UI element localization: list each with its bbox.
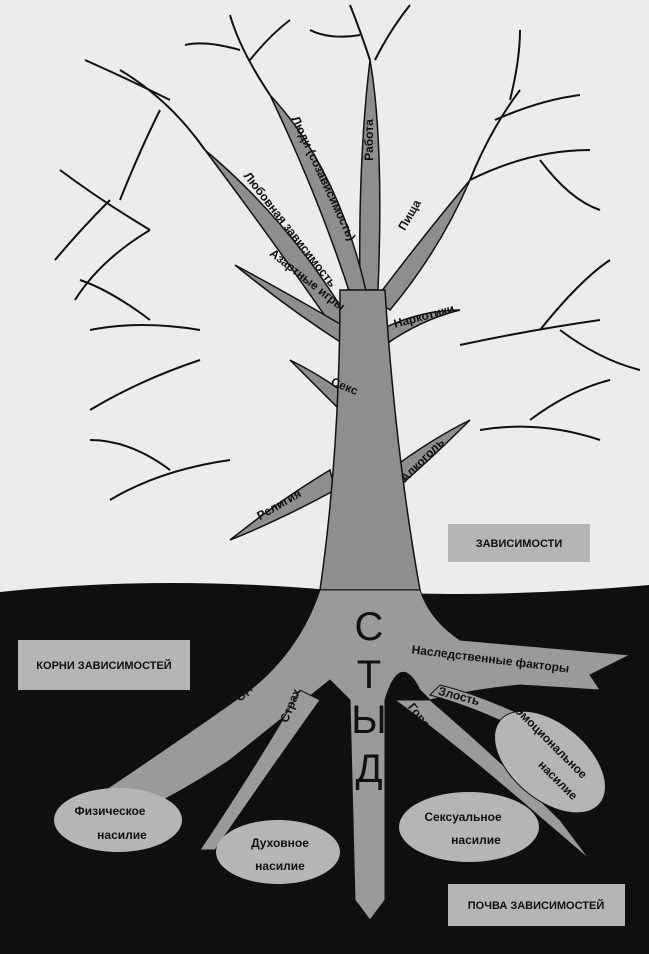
spiritual-abuse-line1: Духовное (251, 836, 309, 850)
ellipse-sexual (399, 792, 539, 862)
ellipse-physical (54, 788, 182, 852)
twigs (54, 4, 641, 501)
addictions-label: ЗАВИСИМОСТИ (476, 538, 563, 550)
sexual-abuse-line1: Сексуальное (424, 810, 502, 824)
ellipse-emotional (494, 710, 606, 814)
roots (88, 589, 632, 921)
physical-abuse-line1: Физическое (75, 804, 146, 818)
ellipse-spiritual (216, 820, 340, 884)
tree-body (204, 59, 471, 591)
addictions-box (448, 524, 590, 562)
branch-label-work: Работа (362, 119, 376, 161)
soil-box (448, 884, 625, 926)
branch-label-drugs: Наркотики (392, 301, 456, 331)
soil-label: ПОЧВА ЗАВИСИМОСТЕЙ (468, 899, 605, 912)
roots-label: КОРНИ ЗАВИСИМОСТЕЙ (36, 659, 171, 672)
branch-label-people: Люди (созависимость) (289, 114, 359, 243)
roots-box (18, 640, 190, 690)
branch-label-food: Пища (395, 197, 424, 233)
shame-letter: Т (357, 653, 381, 697)
sexual-abuse-line2: насилие (451, 833, 501, 847)
shame-letter: С (355, 605, 384, 649)
shame-letter: Ы (351, 698, 386, 742)
spiritual-abuse-line2: насилие (255, 859, 305, 873)
physical-abuse-line2: насилие (97, 828, 147, 842)
shame-letter: Д (355, 747, 382, 791)
